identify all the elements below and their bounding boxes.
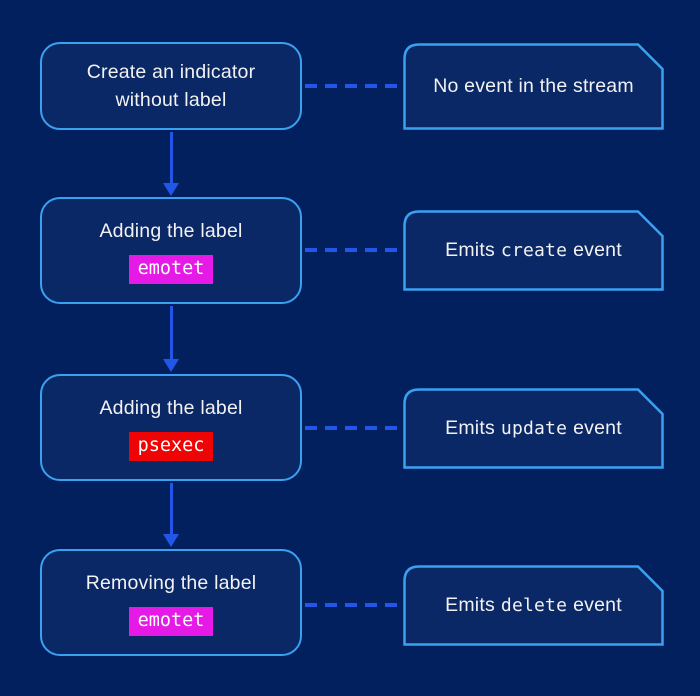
event-box-no-event: No event in the stream [403, 43, 664, 130]
notched-frame [403, 565, 664, 646]
arrow-down-head-icon [163, 534, 179, 547]
notched-frame [403, 210, 664, 291]
arrow-line [169, 483, 173, 534]
event-prefix: Emits [445, 238, 495, 261]
event-text: No event in the stream [403, 43, 664, 130]
event-box-update: Emits update event [403, 388, 664, 469]
event-box-create: Emits create event [403, 210, 664, 291]
dashed-connector-4 [305, 603, 401, 607]
event-suffix: event [573, 593, 622, 616]
step-label: Create an indicator without label [86, 60, 256, 111]
arrow-line [169, 132, 173, 183]
event-code-word: delete [500, 594, 568, 616]
event-box-delete: Emits delete event [403, 565, 664, 646]
arrow-line [169, 306, 173, 359]
step-label: Adding the label [99, 220, 243, 243]
dashed-connector-2 [305, 248, 401, 252]
event-prefix: Emits [445, 416, 495, 439]
label-chip-emotet: emotet [128, 254, 214, 284]
step-label: Removing the label [85, 572, 257, 595]
event-suffix: event [573, 416, 622, 439]
event-plain-text: No event in the stream [433, 74, 634, 97]
dashed-connector-3 [305, 426, 401, 430]
step-box-create-indicator: Create an indicator without label [40, 42, 302, 130]
notched-frame [403, 388, 664, 469]
step-box-add-label-emotet: Adding the label emotet [40, 197, 302, 304]
event-code-word: create [500, 239, 568, 261]
event-text: Emits update event [403, 388, 664, 469]
notched-frame [403, 43, 664, 130]
arrow-down-head-icon [163, 183, 179, 196]
event-prefix: Emits [445, 593, 495, 616]
flow-arrow-2 [163, 306, 179, 372]
event-code-word: update [500, 417, 568, 439]
arrow-down-head-icon [163, 359, 179, 372]
step-label: Adding the label [99, 397, 243, 420]
event-suffix: event [573, 238, 622, 261]
step-box-add-label-psexec: Adding the label psexec [40, 374, 302, 481]
flow-arrow-3 [163, 483, 179, 547]
flow-arrow-1 [163, 132, 179, 196]
event-text: Emits create event [403, 210, 664, 291]
label-chip-emotet: emotet [128, 606, 214, 636]
step-box-remove-label-emotet: Removing the label emotet [40, 549, 302, 656]
dashed-connector-1 [305, 84, 401, 88]
event-text: Emits delete event [403, 565, 664, 646]
label-chip-psexec: psexec [128, 431, 214, 461]
